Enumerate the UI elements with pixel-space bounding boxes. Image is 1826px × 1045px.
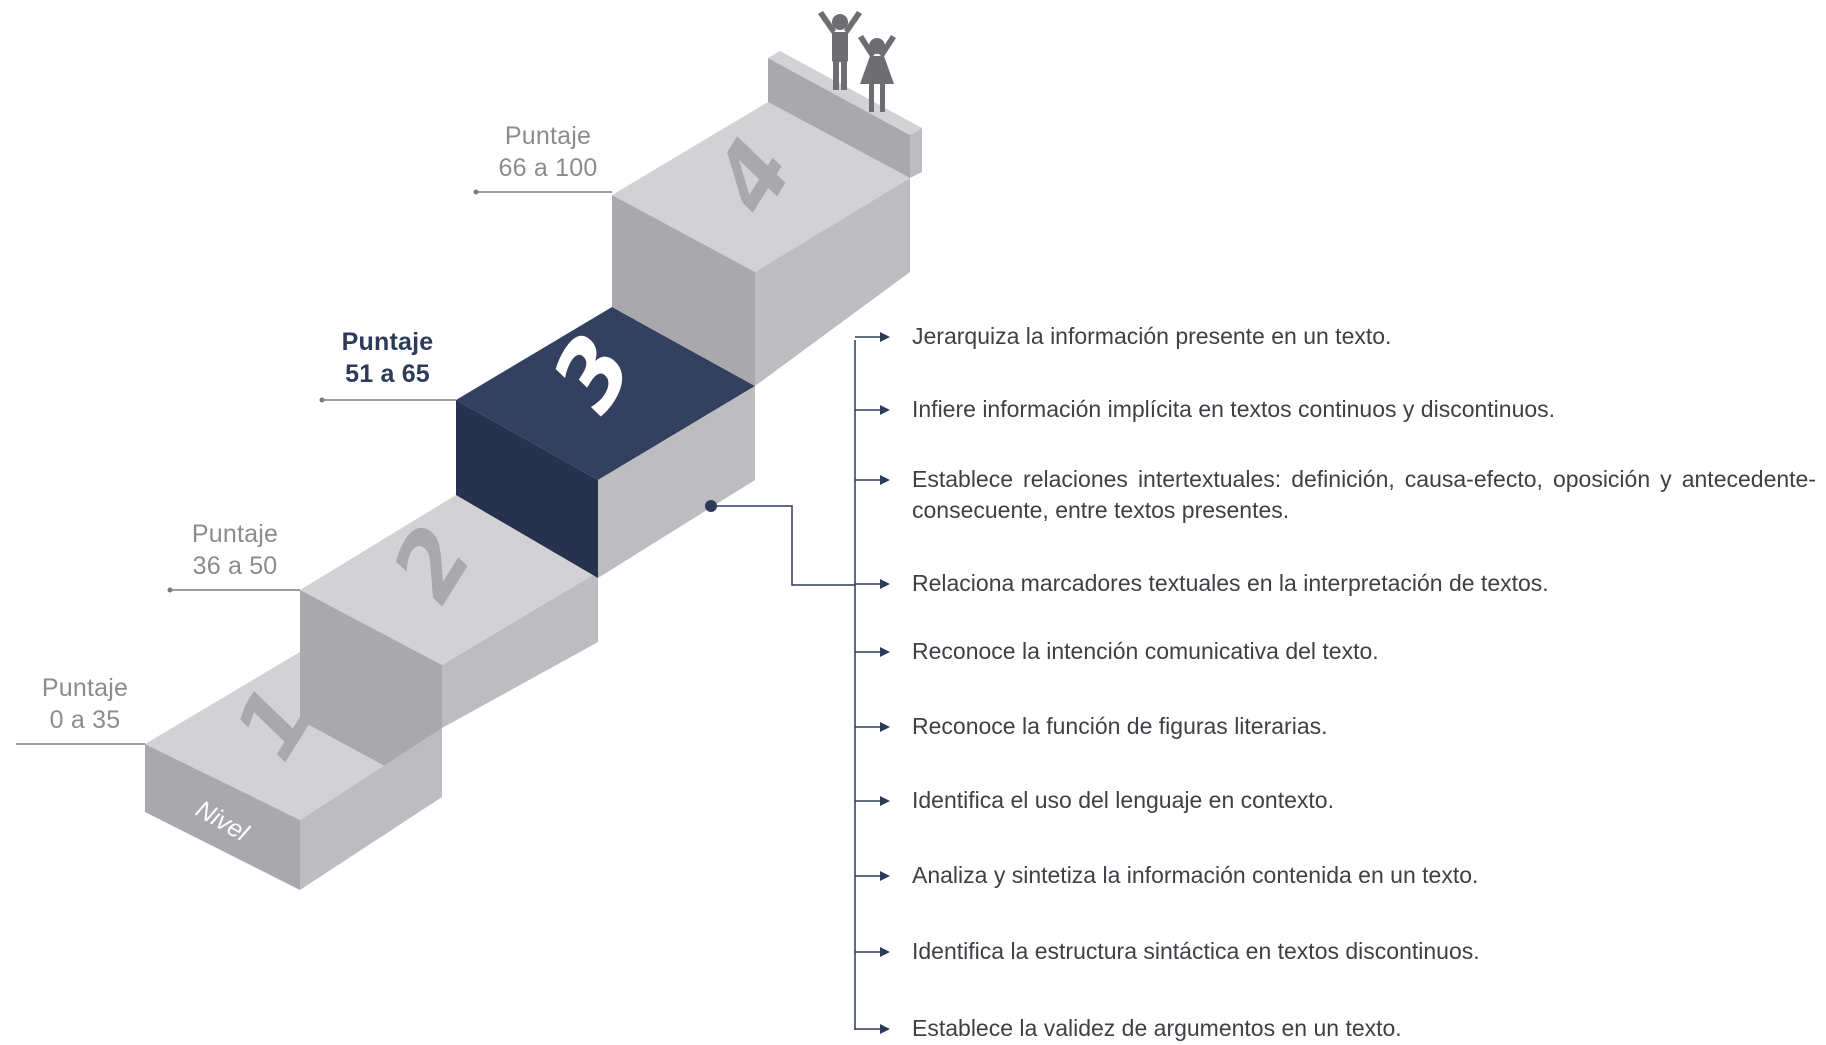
step-3-side <box>598 386 755 578</box>
skill-arrow-2 <box>855 405 890 415</box>
score-range: 66 a 100 <box>498 154 598 182</box>
celebrating-girl-icon <box>858 35 896 112</box>
skill-item-3: Establece relaciones intertextuales: def… <box>912 466 1816 523</box>
skill-item-10: Establece la validez de argumentos en un… <box>912 1015 1402 1041</box>
leader-dot-level-3 <box>319 397 325 403</box>
step-4: 4 <box>612 51 922 386</box>
step-1-front <box>145 744 300 890</box>
connector-line <box>711 505 855 586</box>
skill-arrow-6 <box>855 722 890 732</box>
score-range: 36 a 50 <box>192 552 278 580</box>
score-label-level-2: Puntaje 36 a 50 <box>175 518 295 582</box>
step-2-side <box>442 572 598 728</box>
top-railing-side <box>910 128 922 178</box>
skill-arrows <box>855 332 890 1034</box>
skill-arrow-3 <box>855 475 890 485</box>
step-4-side <box>755 178 910 386</box>
skill-item-5: Reconoce la intención comunicativa del t… <box>912 638 1379 664</box>
step-3: 3 <box>456 307 755 578</box>
step-2-front <box>300 590 442 728</box>
top-railing-front <box>768 58 910 178</box>
step-3-top <box>456 307 755 480</box>
score-title: Puntaje <box>41 674 129 702</box>
skill-arrow-5 <box>855 647 890 657</box>
step-4-top <box>612 102 910 272</box>
skill-arrow-1 <box>855 332 890 342</box>
step-1-side <box>300 728 442 890</box>
score-range: 0 a 35 <box>49 706 121 734</box>
step-1: 1 Nivel <box>145 652 442 890</box>
step-3-front <box>456 400 598 578</box>
score-label-level-1: Puntaje 0 a 35 <box>30 672 140 736</box>
score-title: Puntaje <box>191 520 279 548</box>
score-range: 51 a 65 <box>345 360 430 388</box>
skill-arrow-7 <box>855 796 890 806</box>
top-railing-top <box>768 51 922 135</box>
skill-arrow-9 <box>855 947 890 957</box>
skill-item-8: Analiza y sintetiza la información conte… <box>912 862 1479 888</box>
step-4-front <box>612 195 755 386</box>
skills-connector <box>705 340 856 1030</box>
skill-item-9: Identifica la estructura sintáctica en t… <box>912 938 1480 964</box>
label-leaders <box>16 189 612 745</box>
skill-item-1: Jerarquiza la información presente en un… <box>912 323 1392 349</box>
skill-item-7: Identifica el uso del lenguaje en contex… <box>912 787 1334 813</box>
step-2: 2 <box>300 495 598 728</box>
skill-arrow-4 <box>855 579 890 589</box>
skill-arrow-8 <box>855 871 890 881</box>
celebrating-boy-icon <box>818 11 862 90</box>
step-2-top <box>300 495 598 665</box>
leader-dot-level-2 <box>167 587 173 593</box>
skill-item-2: Infiere información implícita en textos … <box>912 396 1556 422</box>
score-label-level-3: Puntaje 51 a 65 <box>325 326 450 390</box>
score-title: Puntaje <box>341 328 434 356</box>
skill-item-4: Relaciona marcadores textuales en la int… <box>912 570 1549 596</box>
leader-dot-level-4 <box>473 189 479 195</box>
score-label-level-4: Puntaje 66 a 100 <box>483 120 613 184</box>
score-title: Puntaje <box>504 122 592 150</box>
skill-item-6: Reconoce la función de figuras literaria… <box>912 713 1328 739</box>
skill-arrow-10 <box>855 1024 890 1034</box>
